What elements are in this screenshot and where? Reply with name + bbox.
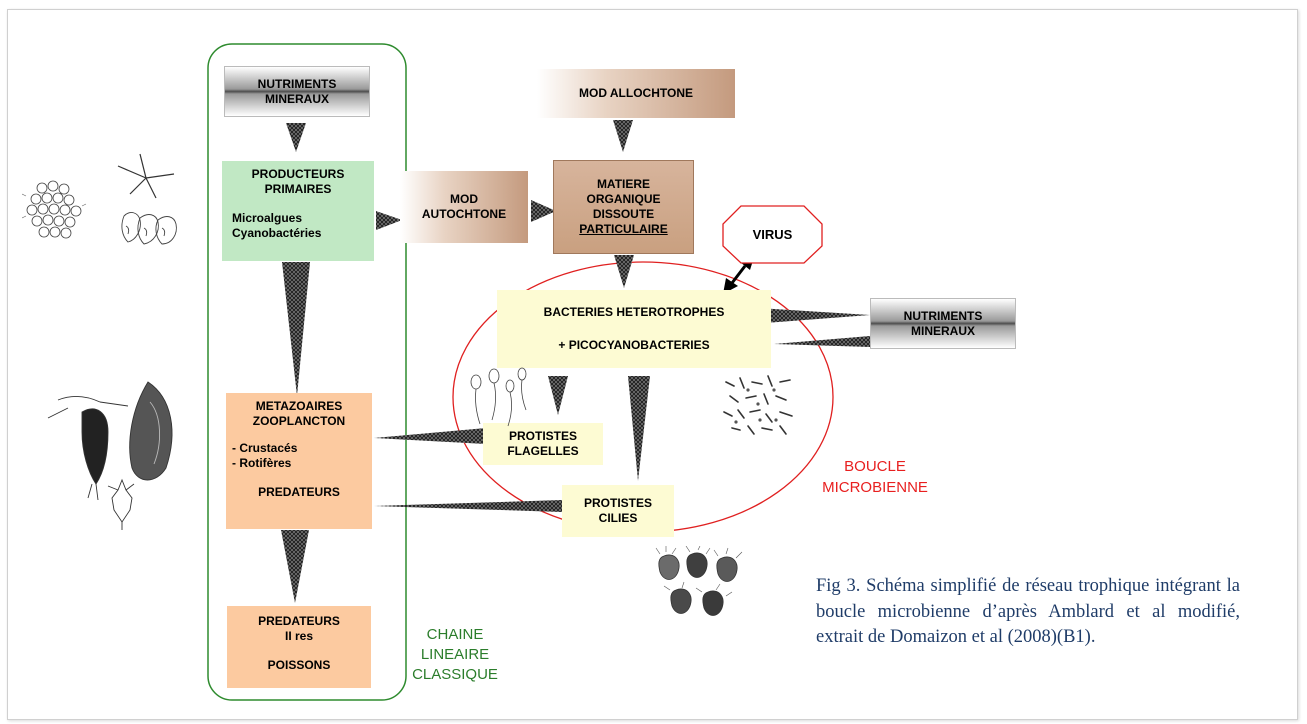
box-line: PROTISTES bbox=[508, 429, 577, 443]
box-line: MOD ALLOCHTONE bbox=[579, 86, 693, 100]
box-line: PRIMAIRES bbox=[264, 182, 332, 196]
label-line: MICROBIENNE bbox=[822, 479, 928, 496]
box-line: PROTISTES bbox=[583, 496, 652, 510]
zooplankton-illustration bbox=[47, 381, 173, 530]
flagellates-illustration bbox=[470, 367, 527, 427]
box-line: METAZOAIRES bbox=[255, 399, 343, 413]
arrow-cilies-to-metazoaires bbox=[374, 500, 562, 512]
box-line: MOD bbox=[450, 192, 478, 206]
ciliates-illustration bbox=[655, 546, 743, 616]
chaine-lineaire-label: CHAINE LINEAIRE CLASSIQUE bbox=[405, 625, 505, 685]
box-line: II res bbox=[284, 629, 314, 643]
box-line: NUTRIMENTS bbox=[257, 76, 337, 91]
bacteries-box: BACTERIES HETEROTROPHES + PICOCYANOBACTE… bbox=[497, 290, 771, 368]
label-line: CHAINE bbox=[426, 626, 484, 643]
box-line: Cyanobactéries bbox=[232, 226, 322, 240]
box-line: MINERAUX bbox=[264, 91, 329, 106]
arrow-bacteries-to-cilies bbox=[628, 376, 650, 481]
box-line: POISSONS bbox=[267, 658, 331, 672]
label-line: BOUCLE bbox=[844, 458, 906, 475]
box-line: NUTRIMENTS bbox=[903, 308, 983, 323]
protistes-cilies-box: PROTISTES CILIES bbox=[562, 485, 674, 537]
figure-caption: Fig 3. Schéma simplifié de réseau trophi… bbox=[816, 576, 1240, 647]
arrow-matiere-to-bacteries bbox=[614, 255, 634, 288]
chain-outline bbox=[207, 43, 407, 701]
box-line: MATIERE bbox=[596, 177, 651, 191]
box-line: FLAGELLES bbox=[507, 444, 579, 458]
box-line: MINERAUX bbox=[910, 323, 975, 338]
nutriments-mineraux-right-box: NUTRIMENTS MINERAUX bbox=[870, 298, 1016, 349]
arrow-producteurs-to-autochtone bbox=[376, 211, 402, 230]
arrow-nutriments-to-producteurs bbox=[286, 123, 306, 152]
metazoaires-box: METAZOAIRES ZOOPLANCTON - Crustacés - Ro… bbox=[226, 393, 372, 529]
producteurs-primaires-box: PRODUCTEURS PRIMAIRES Microalgues Cyanob… bbox=[222, 161, 374, 261]
arrow-producteurs-to-metazoaires bbox=[282, 262, 310, 396]
box-line: AUTOCHTONE bbox=[421, 207, 507, 221]
box-line: VIRUS bbox=[752, 227, 793, 242]
box-line: PREDATEURS bbox=[258, 485, 340, 499]
desmid-illustration bbox=[121, 212, 177, 245]
star-diatom-illustration bbox=[117, 153, 175, 199]
box-line: CILIES bbox=[598, 511, 638, 525]
protistes-flagelles-box: PROTISTES FLAGELLES bbox=[483, 423, 603, 465]
box-line: Microalgues bbox=[232, 211, 303, 225]
matiere-organique-box: MATIERE ORGANIQUE DISSOUTE PARTICULAIRE bbox=[553, 160, 694, 254]
predateurs-box: PREDATEURS II res POISSONS bbox=[227, 606, 371, 688]
nutriments-mineraux-top-box: NUTRIMENTS MINERAUX bbox=[224, 66, 370, 117]
box-line: DISSOUTE bbox=[592, 207, 655, 221]
box-line: PARTICULAIRE bbox=[579, 222, 668, 236]
box-line: BACTERIES HETEROTROPHES bbox=[543, 305, 725, 319]
box-line: + PICOCYANOBACTERIES bbox=[558, 338, 710, 352]
arrow-autochtone-to-matiere bbox=[531, 200, 556, 222]
arrow-allochtone-to-matiere bbox=[613, 120, 633, 152]
boucle-microbienne-label: BOUCLE MICROBIENNE bbox=[810, 456, 940, 498]
arrow-flagelles-to-metazoaires bbox=[374, 428, 486, 444]
virus-label: VIRUS bbox=[723, 206, 822, 263]
mod-allochtone-box: MOD ALLOCHTONE bbox=[537, 69, 735, 118]
box-line: ZOOPLANCTON bbox=[252, 414, 346, 428]
virus-interaction-arrow bbox=[730, 265, 747, 284]
virus-octagon bbox=[722, 205, 823, 264]
box-line: ORGANIQUE bbox=[586, 192, 661, 206]
arrow-metazoaires-to-predateurs bbox=[281, 530, 309, 603]
box-line: - Rotifères bbox=[232, 456, 292, 470]
box-line: PREDATEURS bbox=[258, 614, 340, 628]
arrow-bacteries-to-flagelles bbox=[548, 376, 568, 415]
label-line: CLASSIQUE bbox=[412, 666, 498, 683]
colonial-algae-illustration bbox=[22, 180, 87, 239]
bacteria-illustration bbox=[723, 375, 793, 435]
label-line: LINEAIRE bbox=[420, 646, 490, 663]
box-line: PRODUCTEURS bbox=[251, 167, 345, 181]
arrow-nutriments-to-bacteries bbox=[774, 336, 870, 347]
mod-autochtone-box: MOD AUTOCHTONE bbox=[400, 171, 528, 243]
box-line: - Crustacés bbox=[232, 441, 298, 455]
